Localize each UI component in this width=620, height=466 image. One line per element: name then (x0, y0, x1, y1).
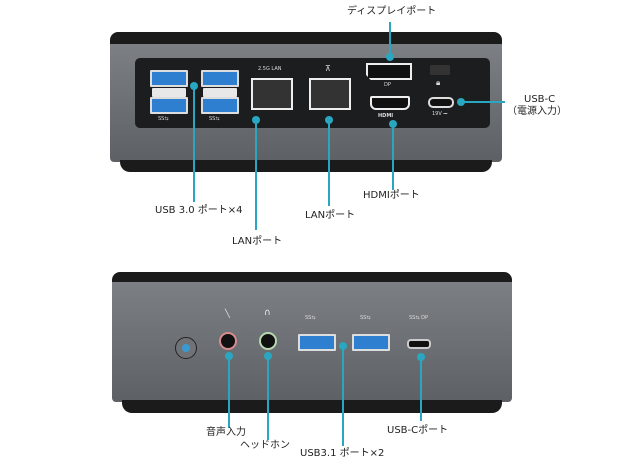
label-usb-c: USB-C (524, 94, 556, 105)
usb-marking: SS⇆ (209, 116, 220, 122)
headphone-jack (259, 332, 277, 350)
label-usb30: USB 3.0 ポート×4 (155, 205, 243, 216)
usb-port (201, 70, 239, 87)
usb-marking: SS⇆ (360, 315, 371, 321)
usb-port (201, 97, 239, 114)
usb-port (150, 97, 188, 114)
network-icon: ⊼ (325, 64, 331, 73)
label-usbc: USB-Cポート (387, 425, 449, 436)
label-headphone: ヘッドホン (240, 440, 290, 451)
label-audio-in: 音声入力 (206, 427, 246, 438)
hdmi-marking: HDMI (378, 113, 394, 119)
usb-port (352, 334, 390, 351)
lan-marking: 2.5G LAN (258, 66, 282, 72)
label-lan2: LANポート (305, 210, 356, 221)
mic-jack (219, 332, 237, 350)
displayport (366, 63, 412, 80)
usb-marking: SS⇆ (305, 315, 316, 321)
lock-slot (430, 65, 450, 75)
headphone-icon: ∩ (264, 308, 271, 318)
hdmi-port (370, 96, 410, 110)
lock-icon: 🔒︎ (436, 78, 441, 87)
label-displayport: ディスプレイポート (347, 6, 437, 17)
microphone-icon: ╲ (225, 309, 230, 318)
label-hdmi: HDMIポート (363, 190, 420, 201)
power-button[interactable] (175, 337, 197, 359)
usb-port (150, 70, 188, 87)
label-usb31: USB3.1 ポート×2 (300, 448, 385, 459)
usb-c-power-port (428, 97, 454, 108)
usb-port (298, 334, 336, 351)
lan-port (309, 78, 351, 110)
label-lan1: LANポート (232, 236, 283, 247)
label-usb-c-power: （電源入力） (507, 106, 567, 117)
lan-port (251, 78, 293, 110)
usb-c-port (407, 339, 431, 349)
usb-marking: SS⇆ (158, 116, 169, 122)
dp-marking: DP (384, 82, 391, 88)
usbc-marking: SS⇆ DP (409, 315, 428, 321)
dc-marking: 19V ⎓ (432, 111, 448, 117)
